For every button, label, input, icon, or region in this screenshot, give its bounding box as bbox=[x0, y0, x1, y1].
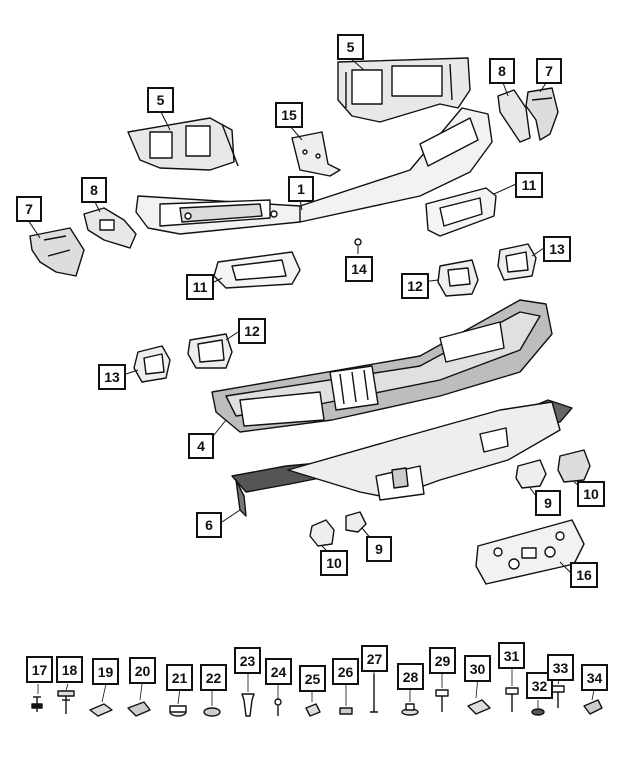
trim-ring-11-right bbox=[425, 187, 497, 237]
bracket-8-left bbox=[83, 207, 137, 249]
callout-13: 13 bbox=[98, 364, 126, 390]
bezel-13-left bbox=[133, 345, 171, 383]
reinforcement-4 bbox=[211, 299, 553, 433]
bracket-5-left bbox=[127, 117, 239, 171]
callout-5: 5 bbox=[147, 87, 174, 113]
callout-31: 31 bbox=[498, 642, 525, 669]
callout-14: 14 bbox=[345, 256, 373, 282]
callout-33: 33 bbox=[547, 654, 574, 681]
callout-12: 12 bbox=[238, 318, 266, 344]
fastener-30 bbox=[467, 699, 491, 715]
callout-30: 30 bbox=[464, 655, 491, 682]
callout-6: 6 bbox=[196, 512, 222, 538]
callout-10: 10 bbox=[577, 481, 605, 507]
bracket-7-left bbox=[29, 227, 85, 277]
callout-23: 23 bbox=[234, 647, 261, 674]
fastener-22 bbox=[203, 707, 221, 717]
callout-19: 19 bbox=[92, 658, 119, 685]
bumper-upper-1 bbox=[135, 107, 493, 235]
callout-32: 32 bbox=[526, 672, 553, 699]
fasteners-row bbox=[31, 668, 603, 717]
fastener-31 bbox=[505, 687, 519, 712]
plug-14 bbox=[354, 238, 362, 246]
bracket-5-upper bbox=[337, 57, 471, 123]
callout-4: 4 bbox=[188, 433, 214, 459]
callout-20: 20 bbox=[129, 657, 156, 684]
fastener-18 bbox=[57, 690, 75, 714]
fastener-19 bbox=[89, 703, 113, 717]
fastener-27 bbox=[370, 674, 378, 713]
callout-29: 29 bbox=[429, 647, 456, 674]
bezel-12-left bbox=[187, 333, 233, 369]
callout-5: 5 bbox=[337, 34, 364, 60]
callout-21: 21 bbox=[166, 664, 193, 691]
callout-7: 7 bbox=[536, 58, 562, 84]
callout-10: 10 bbox=[320, 550, 348, 576]
callout-26: 26 bbox=[332, 658, 359, 685]
callout-15: 15 bbox=[275, 102, 303, 128]
callout-11: 11 bbox=[186, 274, 214, 300]
fastener-33 bbox=[551, 685, 565, 708]
bracket-8-right bbox=[497, 89, 531, 143]
fastener-24 bbox=[274, 698, 282, 716]
callout-13: 13 bbox=[543, 236, 571, 262]
trim-ring-11-left bbox=[213, 251, 301, 289]
callout-16: 16 bbox=[570, 562, 598, 588]
fastener-28 bbox=[401, 703, 419, 716]
callout-25: 25 bbox=[299, 665, 326, 692]
callout-9: 9 bbox=[366, 536, 392, 562]
callout-17: 17 bbox=[26, 656, 53, 683]
fastener-29 bbox=[435, 689, 449, 712]
callout-22: 22 bbox=[200, 664, 227, 691]
fastener-21 bbox=[169, 705, 187, 717]
fastener-25 bbox=[305, 703, 321, 717]
callout-8: 8 bbox=[489, 58, 515, 84]
license-bracket-16 bbox=[475, 519, 585, 585]
lower-fascia bbox=[287, 401, 561, 501]
callout-11: 11 bbox=[515, 172, 543, 198]
callout-28: 28 bbox=[397, 663, 424, 690]
callout-8: 8 bbox=[81, 177, 107, 203]
bezel-10-right bbox=[557, 449, 591, 483]
callout-18: 18 bbox=[56, 656, 83, 683]
fastener-23 bbox=[241, 693, 255, 717]
callout-12: 12 bbox=[401, 273, 429, 299]
fastener-20 bbox=[127, 701, 151, 717]
callout-1: 1 bbox=[288, 176, 314, 202]
callout-9: 9 bbox=[535, 490, 561, 516]
callout-27: 27 bbox=[361, 645, 388, 672]
callout-24: 24 bbox=[265, 658, 292, 685]
bezel-12-right bbox=[437, 259, 479, 297]
fastener-32 bbox=[531, 708, 545, 716]
bracket-15 bbox=[291, 131, 341, 177]
fastener-26 bbox=[339, 707, 353, 715]
fastener-34 bbox=[583, 699, 603, 715]
callout-34: 34 bbox=[581, 664, 608, 691]
fastener-17 bbox=[31, 696, 43, 712]
bezel-9-right bbox=[515, 459, 547, 489]
callout-7: 7 bbox=[16, 196, 42, 222]
bezel-10-center bbox=[309, 519, 335, 547]
bracket-7-right bbox=[525, 87, 559, 141]
bezel-13-right bbox=[497, 243, 537, 281]
